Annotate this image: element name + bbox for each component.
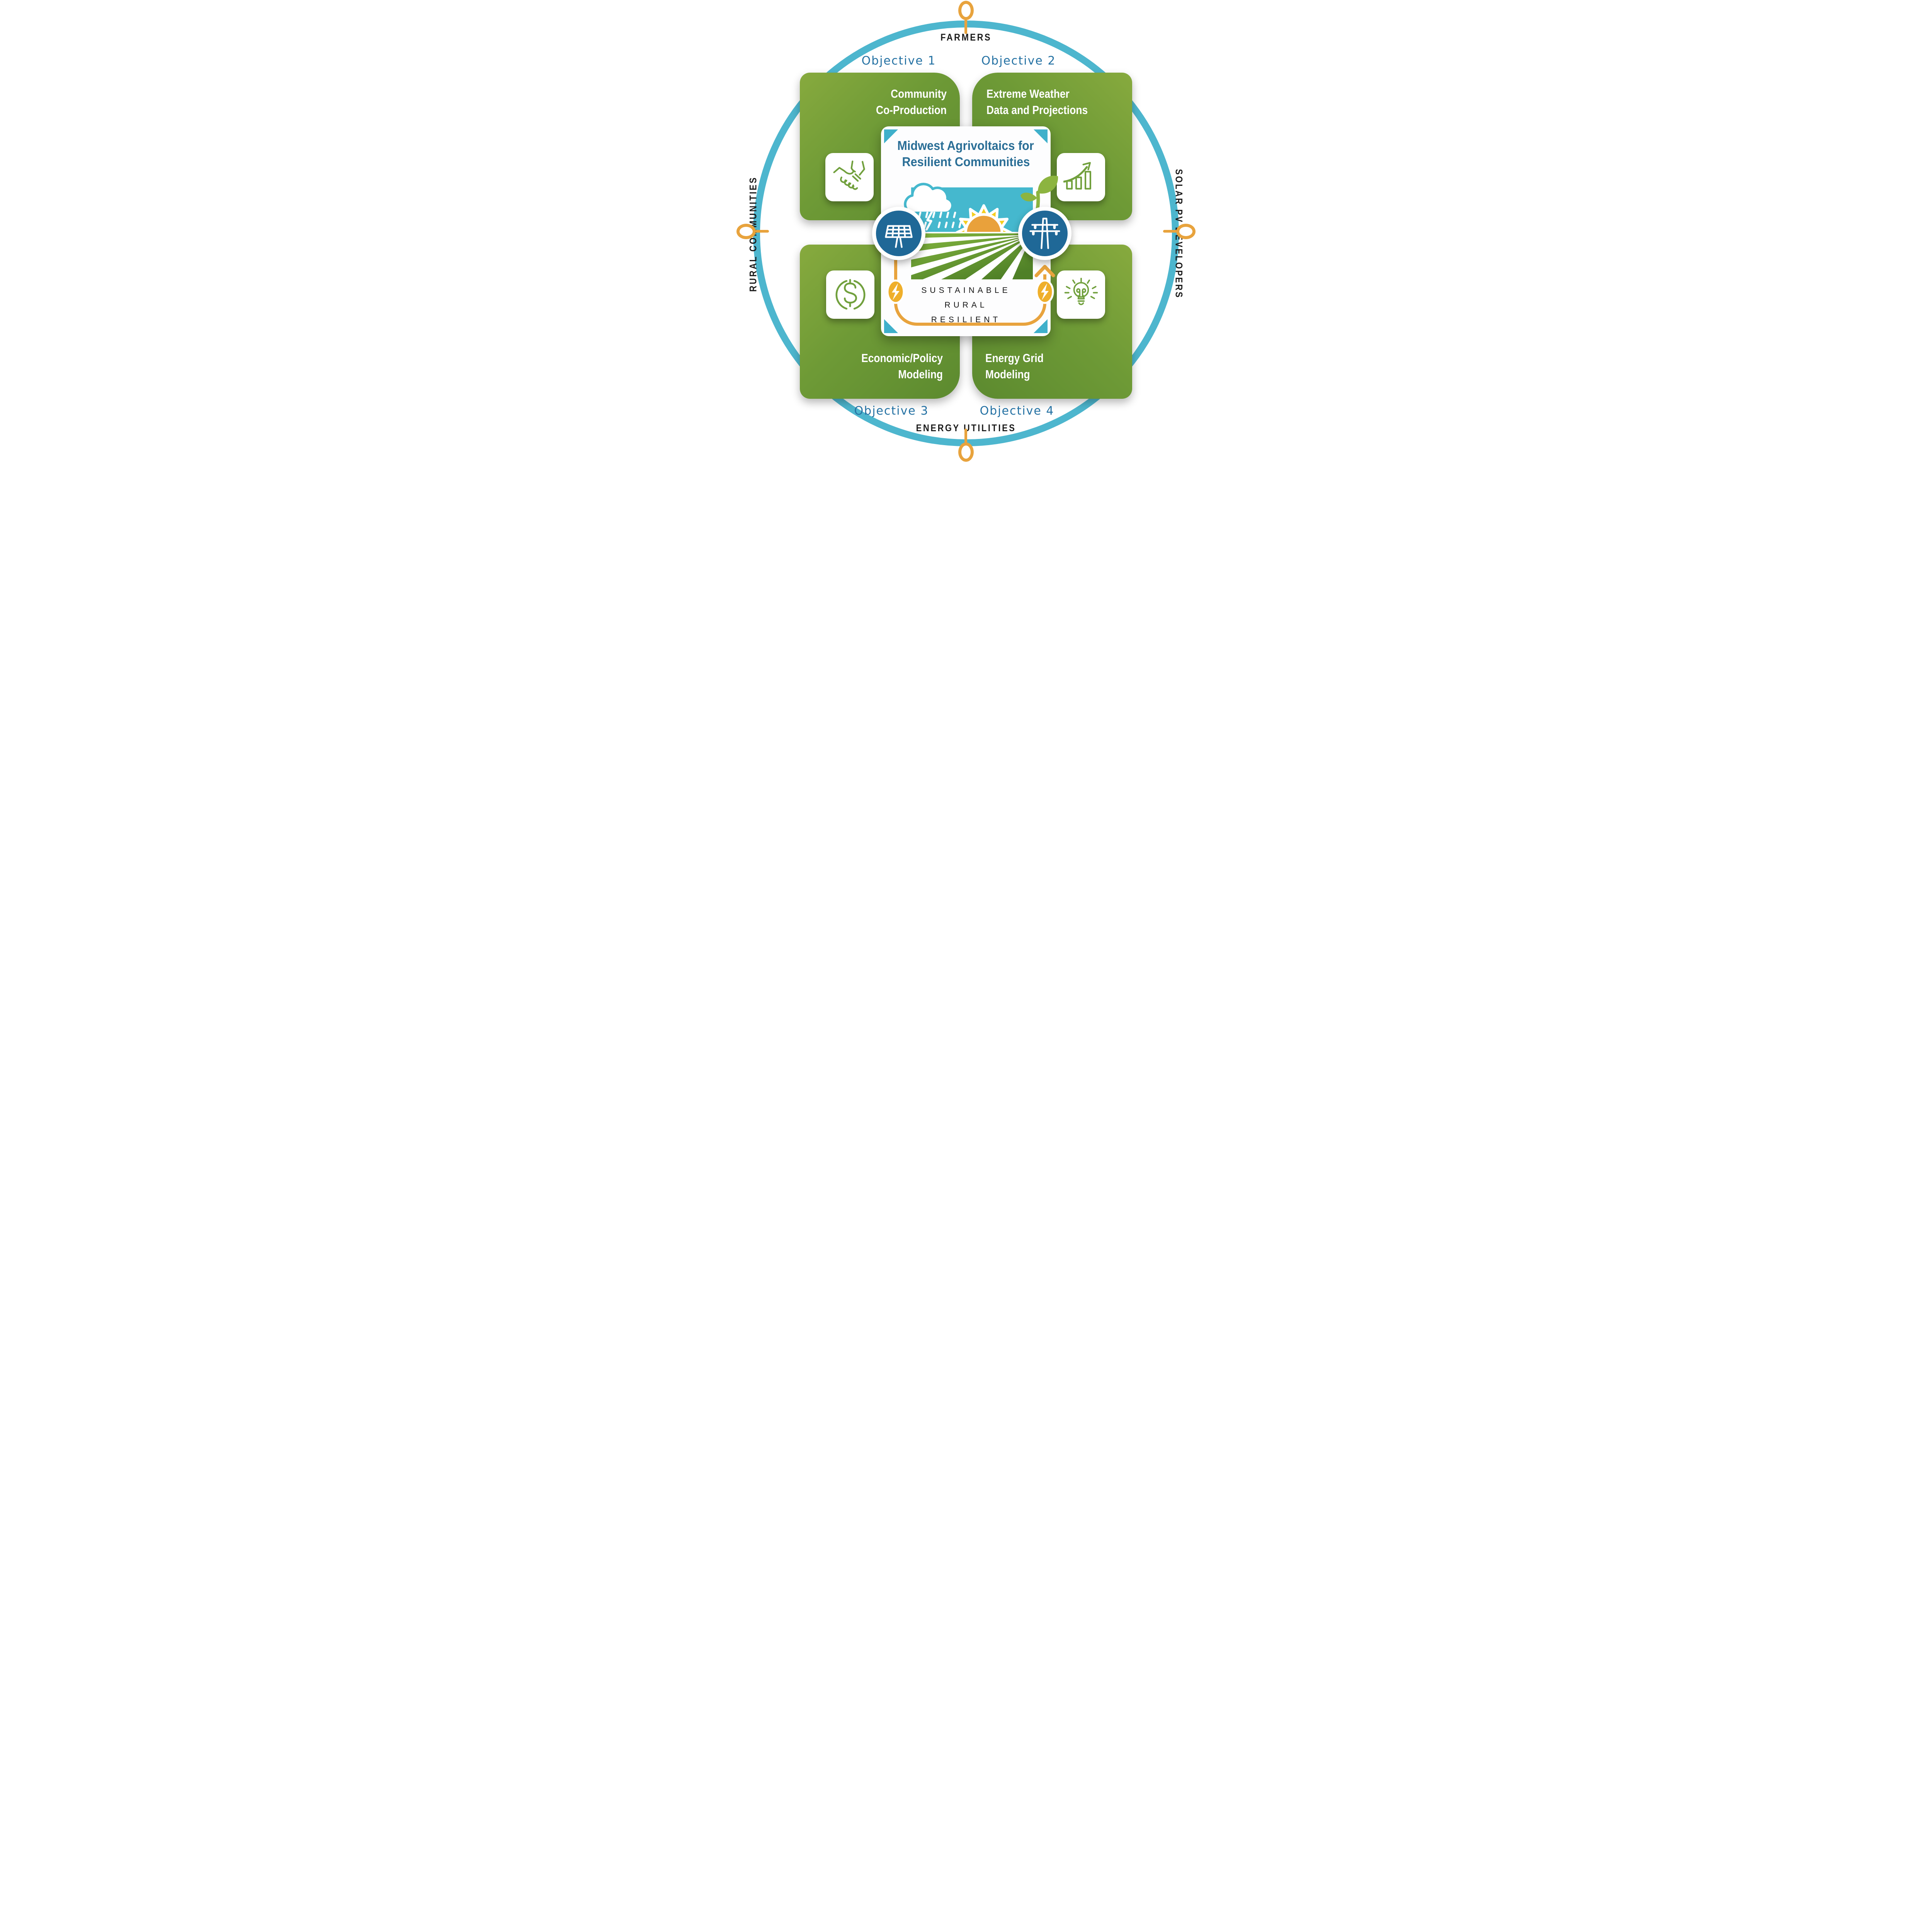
diagram-title: Midwest Agrivoltaics for Resilient Commu… (897, 138, 1034, 169)
connector-pin-right-stem (1163, 230, 1177, 233)
card-corner-triangle (884, 319, 898, 333)
lightbulb-icon (1064, 277, 1098, 305)
connector-pin-top-icon (958, 1, 974, 20)
connector-pin-top-stem (964, 19, 967, 34)
transmission-tower-icon (1029, 218, 1060, 249)
objective-3-label: Objective 3 (854, 404, 929, 418)
objective-1-icon-tile (825, 153, 874, 201)
card-corner-triangle (884, 129, 898, 143)
connector-pin-left-stem (755, 230, 769, 233)
solar-panel-hub (872, 207, 925, 260)
farm-field-illustration (911, 232, 1033, 279)
keywords-list: SUSTAINABLE RURAL RESILIENT (908, 283, 1024, 327)
connector-pin-bottom-stem (964, 429, 967, 443)
keyword-rural: RURAL (944, 301, 988, 310)
connector-pin-bottom-icon (958, 442, 974, 462)
connector-pin-left-icon (736, 224, 756, 239)
objective-3-icon-tile (826, 270, 874, 319)
rain-cloud-icon (900, 176, 965, 230)
objective-2-label: Objective 2 (981, 54, 1056, 68)
growth-chart-icon (1063, 162, 1091, 190)
card-corner-triangle (1034, 129, 1048, 143)
dollar-sign-icon (835, 279, 865, 310)
transmission-tower-hub (1018, 207, 1071, 260)
objective-1-label: Objective 1 (861, 54, 936, 68)
agrivoltaics-program-diagram: FARMERS ENERGY UTILITIES RURAL COMMUNITI… (734, 0, 1198, 463)
card-corner-triangle (1034, 319, 1048, 333)
objective-2-icon-tile (1057, 153, 1105, 201)
objective-4-icon-tile (1057, 270, 1105, 319)
connector-pin-right-icon (1176, 224, 1196, 239)
objective-4-label: Objective 4 (980, 404, 1054, 418)
handshake-icon (833, 160, 865, 190)
sun-icon (953, 201, 1015, 232)
keyword-sustainable: SUSTAINABLE (921, 286, 1011, 295)
keyword-resilient: RESILIENT (931, 315, 1001, 324)
solar-panel-icon (885, 225, 913, 248)
